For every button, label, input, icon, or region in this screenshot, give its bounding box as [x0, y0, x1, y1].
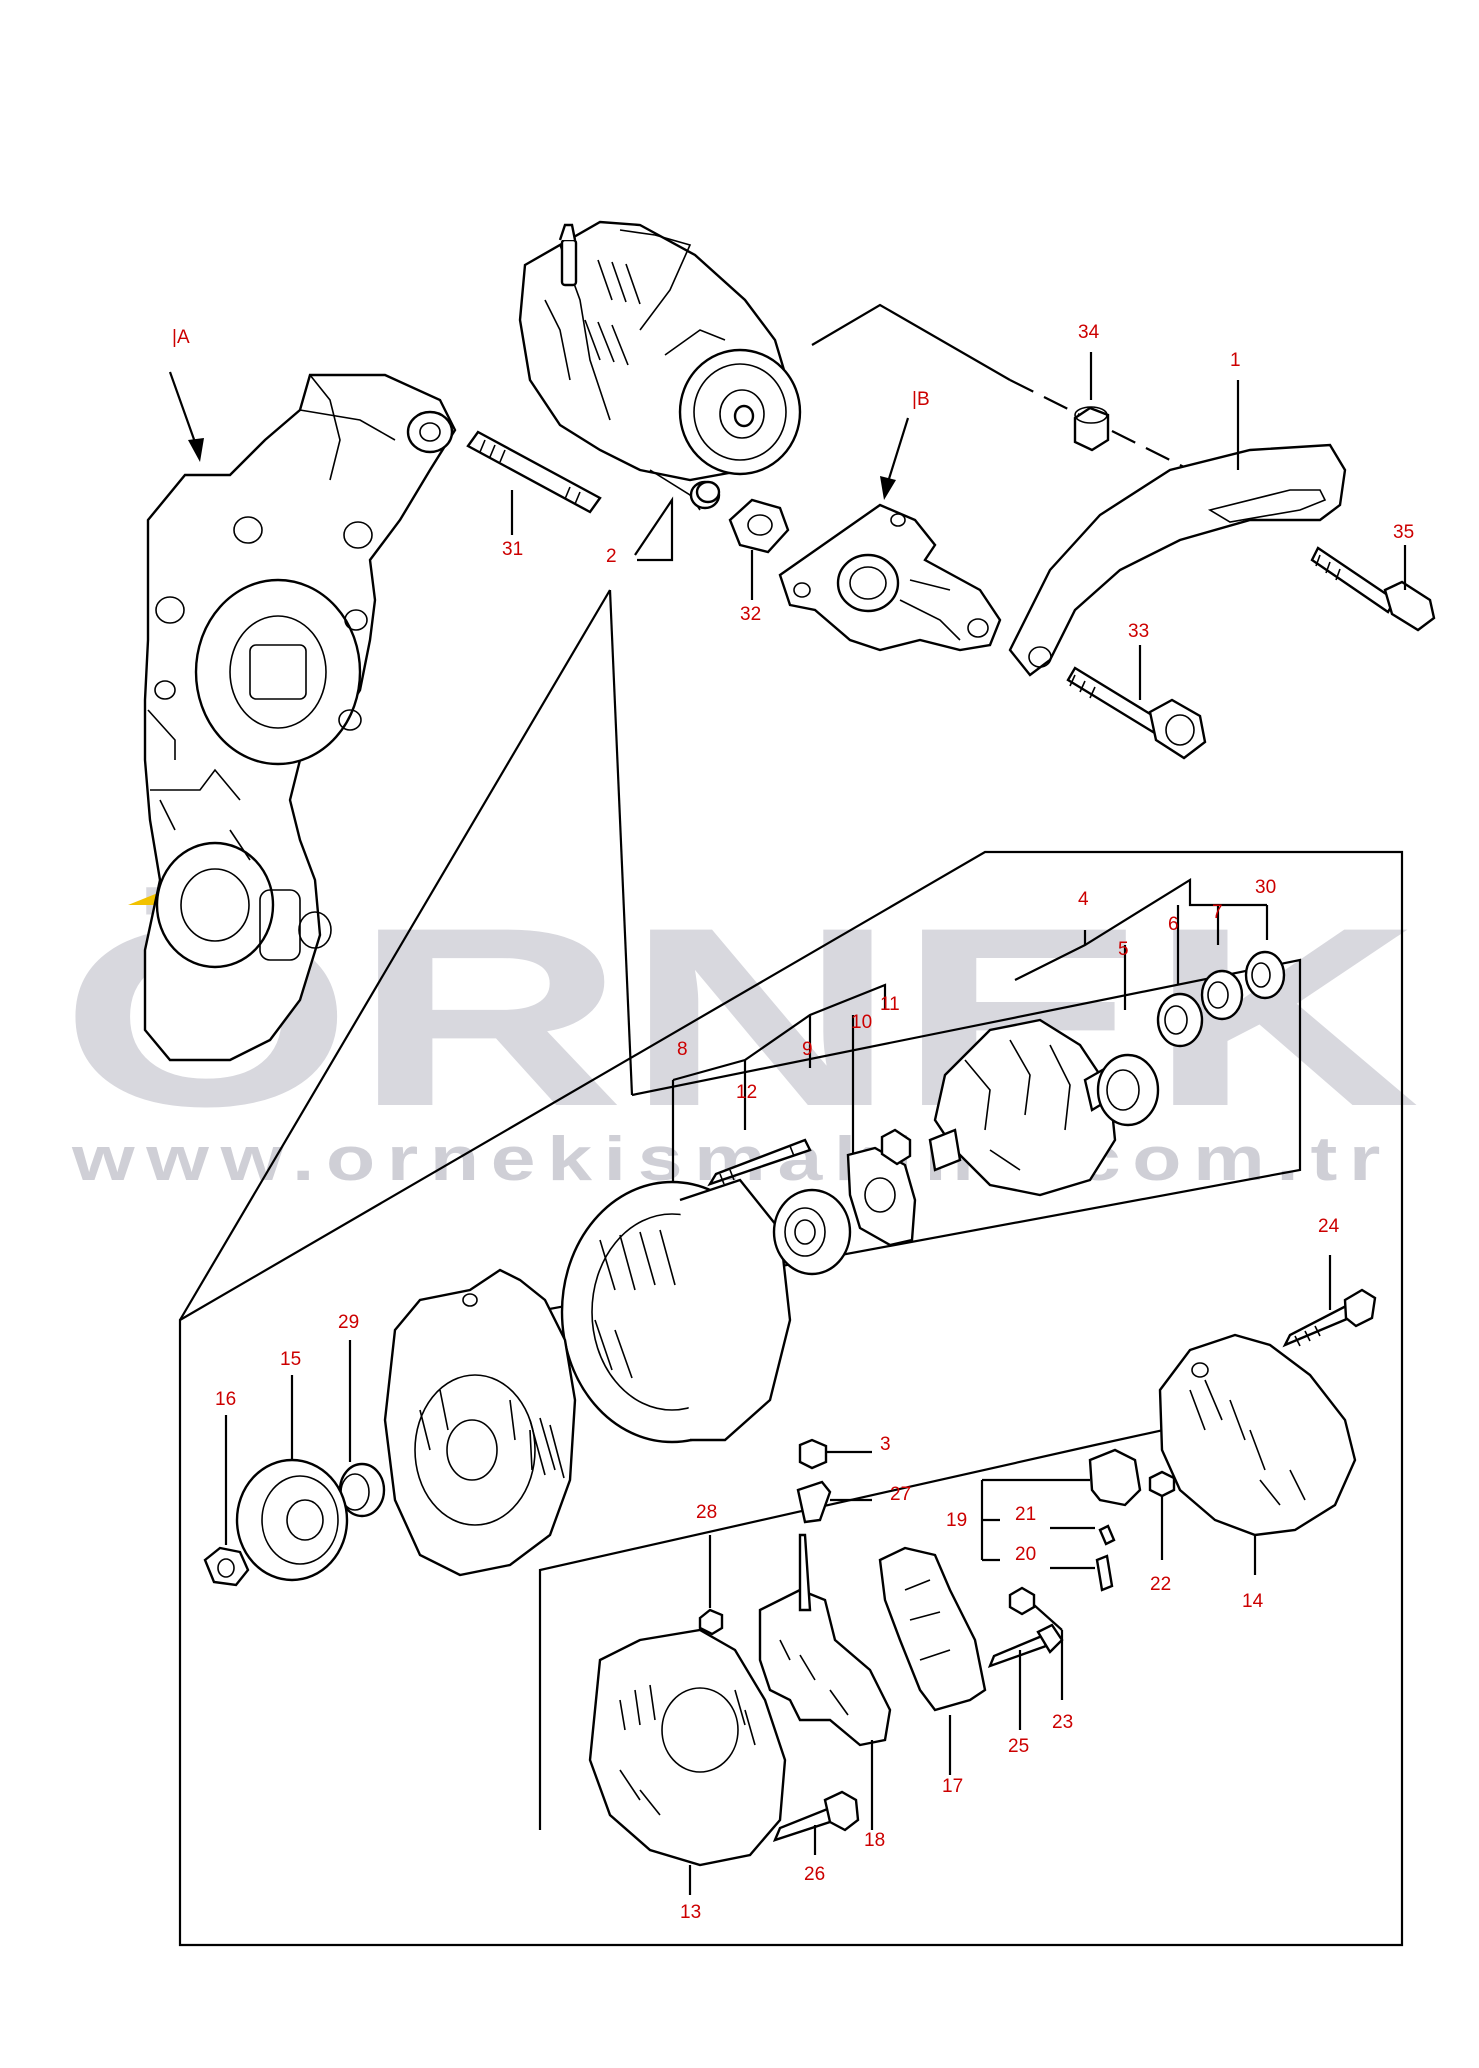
part-17-brush-holder	[878, 1546, 987, 1775]
callout-27: 27	[890, 1484, 911, 1505]
callout-15: 15	[280, 1349, 301, 1370]
part-15-pulley	[235, 1375, 349, 1582]
callout-4: 4	[1078, 889, 1089, 910]
part-26-bolt	[772, 1790, 860, 1855]
dashed-line-alt-belt	[1009, 379, 1201, 476]
leader-line-4-group	[1014, 878, 1267, 981]
callout-3: 3	[880, 1434, 891, 1455]
part-34-spacer	[1073, 352, 1110, 452]
part-13-rear-housing	[588, 1628, 787, 1895]
callout-25: 25	[1008, 1736, 1029, 1757]
part-24-bolt	[1282, 1255, 1377, 1348]
callout-11: 11	[880, 994, 900, 1015]
callout-28: 28	[696, 1502, 717, 1523]
part-16-nut	[203, 1415, 250, 1587]
part-6-washer	[1156, 992, 1204, 1048]
part-32-nut	[728, 498, 790, 600]
callout-2: 2	[606, 546, 617, 567]
callout-5: 5	[1118, 939, 1129, 960]
callout-6: 6	[1168, 914, 1179, 935]
callout-labels: |A |B 34 1 35 31 2 32 33 4 6 7 30 5 10 1…	[172, 322, 1414, 1923]
part-11-screw	[880, 1128, 912, 1166]
part-2-spacer	[695, 480, 721, 504]
part-12-stud	[707, 1138, 812, 1187]
callout-14: 14	[1242, 1591, 1264, 1612]
callout-34: 34	[1078, 322, 1100, 343]
guide-line-left	[179, 589, 611, 1321]
part-30-washer	[1244, 950, 1286, 1000]
callout-31: 31	[502, 539, 523, 560]
callout-17: 17	[942, 1776, 963, 1797]
callout-33: 33	[1128, 621, 1149, 642]
part-31-stud	[466, 430, 602, 535]
callout-23: 23	[1052, 1712, 1073, 1733]
guide-line-right	[608, 589, 634, 1096]
part-35-bolt	[1310, 545, 1436, 632]
callout-19: 19	[946, 1510, 967, 1531]
callout-35: 35	[1393, 522, 1414, 543]
part-18-rectifier	[758, 1533, 892, 1830]
part-1-adjusting-bracket	[1008, 380, 1347, 677]
part-7-washer	[1200, 969, 1244, 1021]
view-ref-b: |B	[912, 389, 930, 410]
callout-7: 7	[1212, 902, 1223, 923]
callout-26: 26	[804, 1864, 825, 1885]
leader-line-2	[634, 496, 674, 562]
callout-20: 20	[1015, 1544, 1036, 1565]
callout-32: 32	[740, 604, 761, 625]
callout-22: 22	[1150, 1574, 1171, 1595]
part-9-bearing	[772, 1188, 852, 1276]
watermark-url: www.ornekismakina.com.tr	[71, 1125, 1392, 1194]
leader-line-alt-belt	[811, 303, 1011, 381]
part-3-nut	[798, 1438, 872, 1470]
callout-1: 1	[1230, 350, 1241, 371]
part-5-bearing	[1096, 1053, 1160, 1127]
part-28-nut	[698, 1535, 724, 1636]
mounting-bracket	[778, 503, 1002, 652]
part-8-stator	[560, 1178, 792, 1444]
view-arrow-a	[168, 371, 204, 462]
callout-12: 12	[736, 1082, 757, 1103]
front-housing	[383, 1268, 577, 1577]
callout-24: 24	[1318, 1216, 1340, 1237]
callout-18: 18	[864, 1830, 885, 1851]
engine-housing	[143, 373, 457, 1062]
part-27-insulator	[796, 1480, 872, 1524]
callout-10: 10	[851, 1012, 872, 1033]
part-14-rear-cover	[1158, 1333, 1357, 1575]
part-22-screw	[1148, 1470, 1176, 1560]
callout-29: 29	[338, 1312, 359, 1333]
part-19-regulator	[980, 1448, 1142, 1592]
view-arrow-b	[880, 417, 910, 500]
view-ref-a: |A	[172, 327, 190, 348]
part-33-bolt	[1066, 645, 1207, 760]
callout-30: 30	[1255, 877, 1276, 898]
alternator-assembly	[518, 220, 802, 511]
exploded-view-frame	[178, 850, 1404, 1947]
callout-21: 21	[1015, 1504, 1036, 1525]
part-29-spacer	[338, 1340, 386, 1518]
callout-8: 8	[677, 1039, 688, 1060]
callout-13: 13	[680, 1902, 701, 1923]
callout-16: 16	[215, 1389, 236, 1410]
part-25-bolt	[987, 1623, 1064, 1730]
callout-9: 9	[802, 1039, 813, 1060]
